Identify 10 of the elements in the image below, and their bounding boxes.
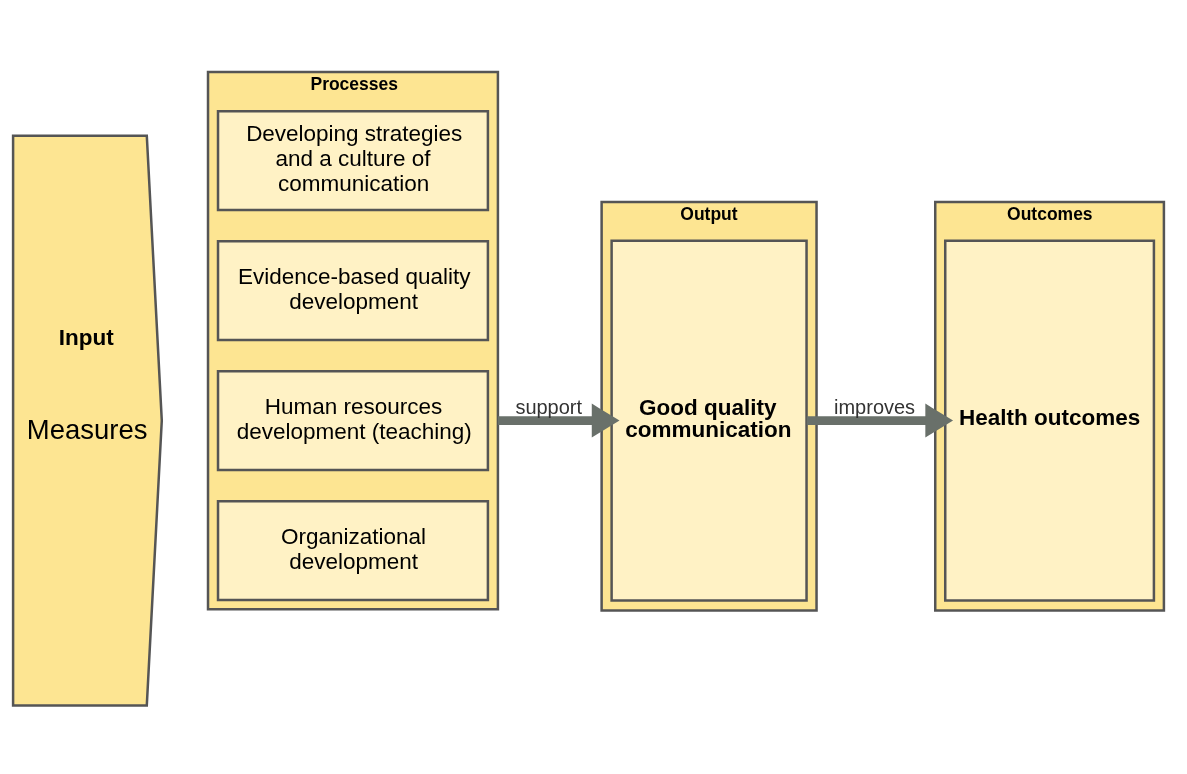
node-box: Evidence-based quality development (216, 239, 490, 341)
node-box: Good quality communication (610, 238, 808, 602)
node-box: Health outcomes (944, 238, 1156, 602)
node-box: Developing strategies and a culture of communication (216, 109, 490, 211)
arrow (497, 403, 620, 438)
node-box: Organizational development (216, 499, 490, 601)
node-box: Human resources development (teaching) (216, 369, 490, 471)
arrow (806, 403, 954, 438)
edge-label: support (515, 395, 583, 418)
edge-label: improves (834, 395, 916, 418)
